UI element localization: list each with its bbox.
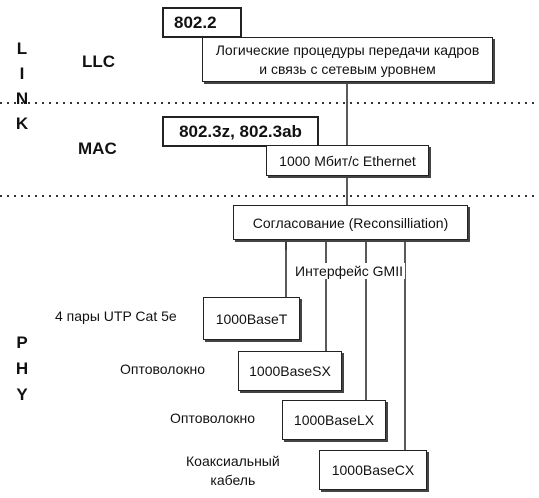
link-letter-n: N bbox=[15, 89, 29, 108]
phy-letter-p: P bbox=[16, 333, 28, 352]
llc-description-line2: и связь с сетевым уровнем bbox=[259, 60, 436, 77]
utp-medium-label: 4 пары UTP Cat 5e bbox=[55, 308, 177, 324]
coax-medium-label: Коаксиальный кабель bbox=[186, 452, 280, 490]
gmii-label: Интерфейс GMII bbox=[293, 263, 405, 279]
coax-label-line1: Коаксиальный bbox=[186, 453, 280, 469]
base-sx-box: 1000BaseSX bbox=[238, 351, 342, 391]
link-side-label: L I N K bbox=[12, 40, 32, 132]
phy-letter-h: H bbox=[15, 359, 29, 378]
base-lx-box: 1000BaseLX bbox=[282, 400, 386, 440]
coax-label-line2: кабель bbox=[210, 472, 256, 488]
llc-layer-label: LLC bbox=[82, 52, 116, 71]
link-letter-i: I bbox=[19, 64, 25, 83]
llc-description-box: Логические процедуры передачи кадров и с… bbox=[202, 37, 493, 82]
reconciliation-box: Согласование (Reconsilliation) bbox=[233, 205, 468, 240]
link-letter-k: K bbox=[15, 114, 29, 133]
fiber-sx-medium-label: Оптоволокно bbox=[120, 361, 206, 377]
link-letter-l: L bbox=[16, 39, 28, 58]
base-cx-box: 1000BaseCX bbox=[319, 450, 427, 490]
phy-side-label: P H Y bbox=[12, 334, 32, 403]
fiber-lx-medium-label: Оптоволокно bbox=[170, 410, 256, 426]
llc-description-line1: Логические процедуры передачи кадров bbox=[215, 41, 480, 58]
base-t-box: 1000BaseT bbox=[203, 297, 300, 340]
mac-ethernet-box: 1000 Мбит/с Ethernet bbox=[266, 145, 429, 176]
llc-standard-box: 802.2 bbox=[162, 7, 242, 38]
mac-layer-label: MAC bbox=[78, 139, 117, 158]
mac-standard-box: 802.3z, 802.3ab bbox=[162, 116, 319, 147]
phy-letter-y: Y bbox=[16, 385, 28, 404]
